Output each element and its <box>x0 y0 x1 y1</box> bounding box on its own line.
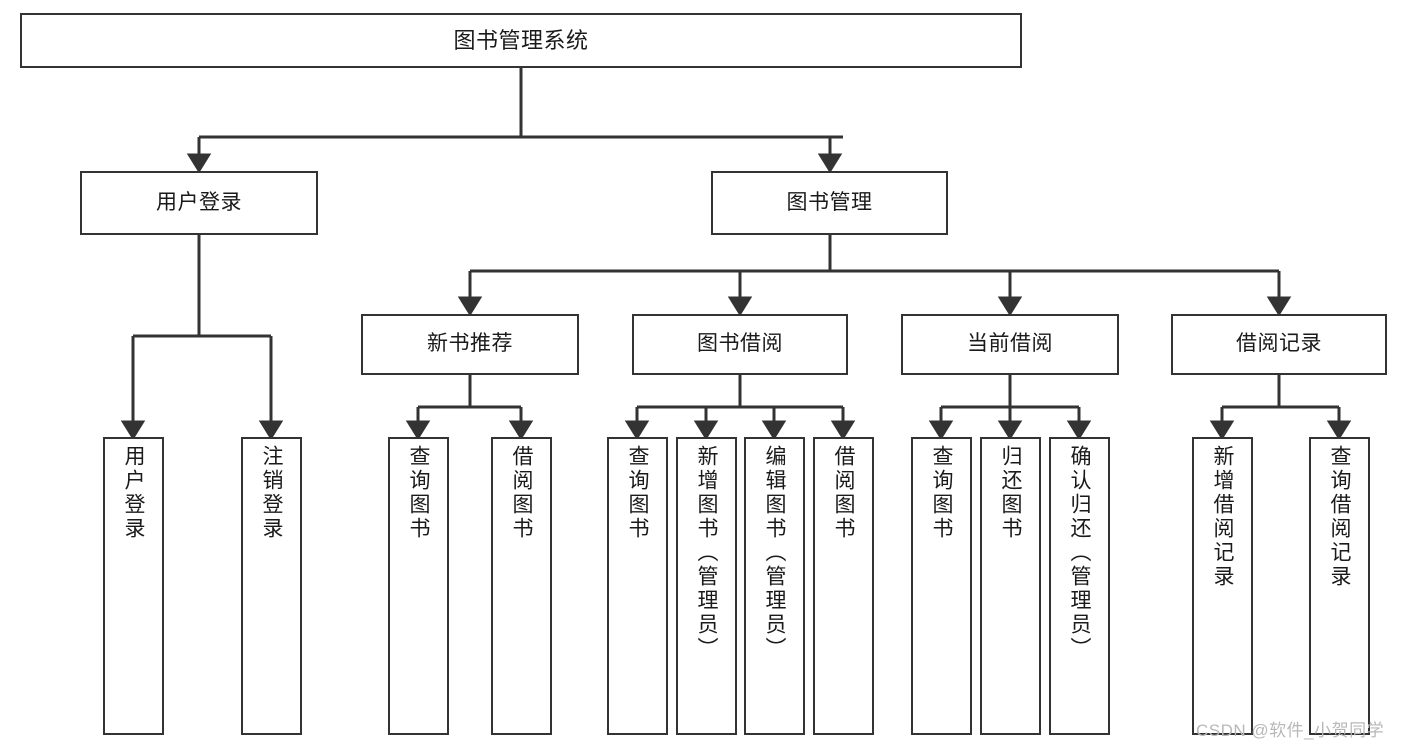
node-leaf-borrow-book-2[interactable]: 借阅图书 <box>813 437 874 735</box>
node-leaf-query-book-3-label: 查询图书 <box>930 445 953 541</box>
node-leaf-edit-book[interactable]: 编辑图书（管理员） <box>744 437 805 735</box>
node-borrow-record[interactable]: 借阅记录 <box>1171 314 1387 375</box>
node-book-manage-label: 图书管理 <box>786 190 873 214</box>
node-book-borrow[interactable]: 图书借阅 <box>632 314 848 375</box>
node-leaf-borrow-book-2-label: 借阅图书 <box>832 445 855 541</box>
node-leaf-user-login[interactable]: 用户登录 <box>103 437 164 735</box>
node-current-borrow[interactable]: 当前借阅 <box>901 314 1119 375</box>
node-leaf-query-book-3[interactable]: 查询图书 <box>911 437 972 735</box>
node-leaf-borrow-book-1[interactable]: 借阅图书 <box>491 437 552 735</box>
node-leaf-query-record-label: 查询借阅记录 <box>1328 445 1351 589</box>
node-leaf-query-record[interactable]: 查询借阅记录 <box>1309 437 1370 735</box>
node-current-borrow-label: 当前借阅 <box>967 332 1053 356</box>
node-book-manage[interactable]: 图书管理 <box>711 171 948 235</box>
node-leaf-return-book-label: 归还图书 <box>999 445 1022 541</box>
node-leaf-logout[interactable]: 注销登录 <box>241 437 302 735</box>
node-leaf-edit-book-label: 编辑图书（管理员） <box>763 445 786 661</box>
node-leaf-borrow-book-1-label: 借阅图书 <box>510 445 533 541</box>
node-leaf-return-book[interactable]: 归还图书 <box>980 437 1041 735</box>
node-leaf-user-login-label: 用户登录 <box>122 445 145 541</box>
node-new-book-rec-label: 新书推荐 <box>427 332 513 356</box>
node-leaf-query-book-1-label: 查询图书 <box>407 445 430 541</box>
node-leaf-add-record[interactable]: 新增借阅记录 <box>1192 437 1253 735</box>
node-borrow-record-label: 借阅记录 <box>1236 332 1322 356</box>
node-leaf-add-book-label: 新增图书（管理员） <box>695 445 718 661</box>
node-new-book-rec[interactable]: 新书推荐 <box>361 314 579 375</box>
node-root-label: 图书管理系统 <box>453 27 589 53</box>
node-leaf-query-book-2[interactable]: 查询图书 <box>607 437 668 735</box>
node-leaf-add-record-label: 新增借阅记录 <box>1211 445 1234 589</box>
csdn-watermark: CSDN @软件_小贺同学 <box>1196 721 1385 740</box>
node-leaf-logout-label: 注销登录 <box>260 445 283 541</box>
node-root[interactable]: 图书管理系统 <box>20 13 1022 68</box>
node-leaf-query-book-2-label: 查询图书 <box>626 445 649 541</box>
node-leaf-confirm-return-label: 确认归还（管理员） <box>1068 445 1091 661</box>
node-leaf-query-book-1[interactable]: 查询图书 <box>388 437 449 735</box>
node-leaf-add-book[interactable]: 新增图书（管理员） <box>676 437 737 735</box>
node-book-borrow-label: 图书借阅 <box>697 332 783 356</box>
node-user-login-label: 用户登录 <box>156 190 242 214</box>
node-user-login[interactable]: 用户登录 <box>80 171 318 235</box>
node-leaf-confirm-return[interactable]: 确认归还（管理员） <box>1049 437 1110 735</box>
